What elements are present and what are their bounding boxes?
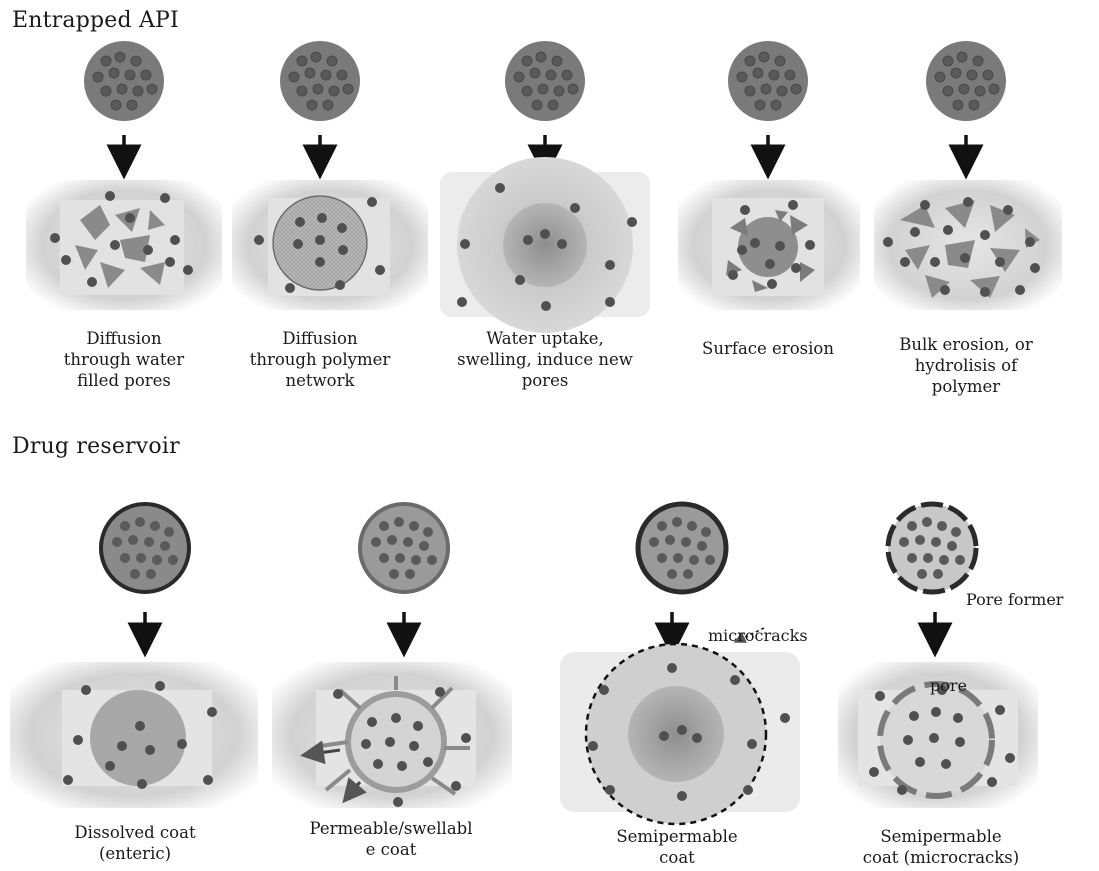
caption-water-pores: Diffusion through water filled pores bbox=[29, 328, 219, 391]
reservoir-row bbox=[10, 504, 1038, 824]
caption-bulk-erosion: Bulk erosion, or hydrolisis of polymer bbox=[871, 334, 1061, 397]
caption-polymer-network: Diffusion through polymer network bbox=[225, 328, 415, 391]
coated-tablet-1 bbox=[101, 504, 189, 592]
pore-former-label: Pore former bbox=[966, 590, 1063, 609]
entrapped-api-title: Entrapped API bbox=[12, 8, 179, 33]
caption-swelling: Water uptake, swelling, induce new pores bbox=[445, 328, 645, 391]
microcracks-label: microcracks bbox=[708, 626, 808, 645]
caption-dissolved-coat: Dissolved coat (enteric) bbox=[40, 822, 230, 864]
drug-reservoir-title: Drug reservoir bbox=[12, 434, 180, 459]
caption-surface-erosion: Surface erosion bbox=[673, 338, 863, 359]
tablet-1 bbox=[84, 41, 164, 121]
pore-label: pore bbox=[930, 676, 967, 695]
tablet-5 bbox=[926, 41, 1006, 121]
panel-polymer-network bbox=[232, 180, 428, 310]
panel-semipermeable-coat bbox=[560, 628, 800, 824]
caption-microcracks-coat: Semipermable coat (microcracks) bbox=[846, 826, 1036, 868]
down-arrow-icon bbox=[145, 612, 935, 640]
entrapped-row bbox=[26, 41, 1062, 333]
panel-water-pores bbox=[26, 180, 222, 310]
panel-swelling bbox=[440, 157, 650, 333]
coated-tablet-3 bbox=[638, 504, 726, 592]
panel-surface-erosion bbox=[678, 180, 860, 310]
caption-semipermeable-coat: Semipermable coat bbox=[582, 826, 772, 868]
coated-tablet-4 bbox=[888, 504, 976, 592]
panel-bulk-erosion bbox=[874, 180, 1062, 310]
tablet-3 bbox=[505, 41, 585, 121]
coated-tablet-2 bbox=[360, 504, 448, 592]
tablet-2 bbox=[280, 41, 360, 121]
panel-permeable-coat bbox=[272, 662, 512, 808]
tablet-4 bbox=[728, 41, 808, 121]
panel-dissolved-coat bbox=[10, 662, 258, 808]
caption-permeable-coat: Permeable/swellabl e coat bbox=[296, 818, 486, 860]
